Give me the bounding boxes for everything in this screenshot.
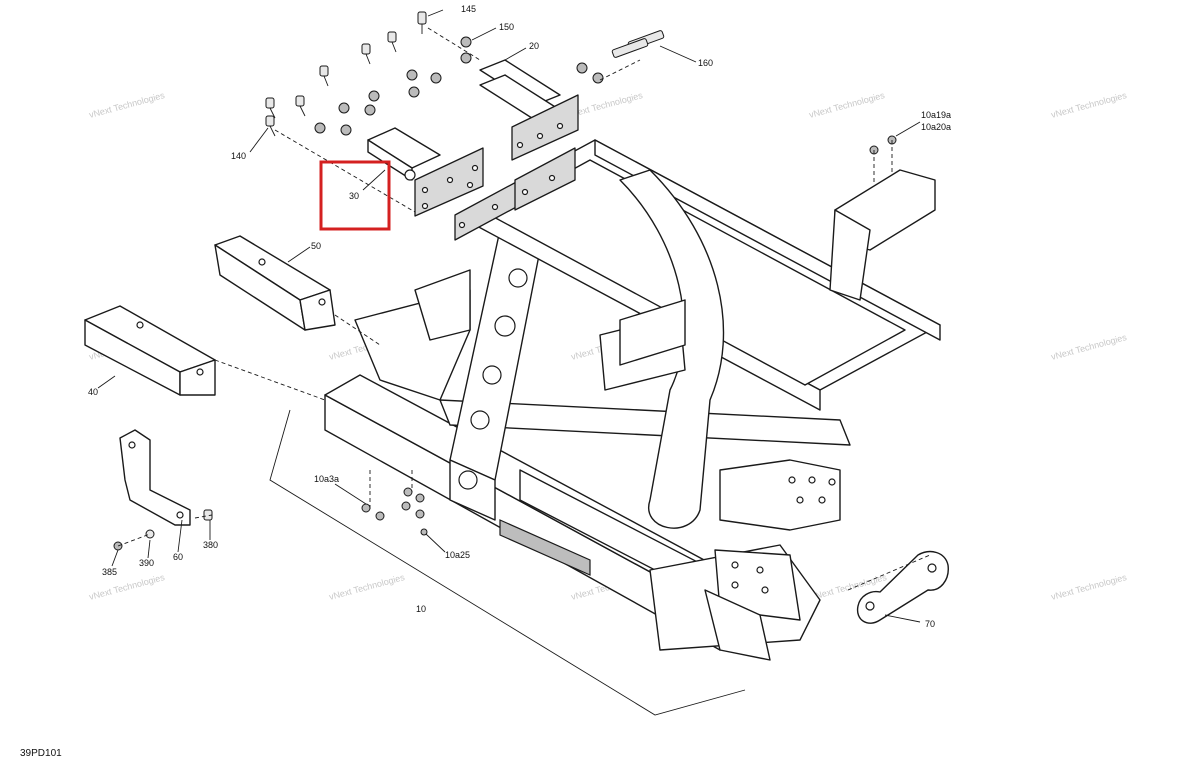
callout-10[interactable]: 10 [416,604,426,614]
callout-390[interactable]: 390 [139,558,154,568]
nut-icon [460,52,472,64]
watermark-line1: vNext Technologies [1050,90,1128,120]
callout-20[interactable]: 20 [529,41,539,51]
watermark-line1: vNext Technologies [328,572,406,602]
callout-10a25[interactable]: 10a25 [445,550,470,560]
nut-icon [361,503,371,513]
nut-icon [460,36,472,48]
watermark: vNext Technologies [1050,332,1128,362]
callout-30[interactable]: 30 [349,191,359,201]
watermark: vNext Technologies [1050,90,1128,120]
part-60-bracket [119,429,191,526]
bolt-icon [611,38,649,58]
callout-labels: 145 150 20 160 140 30 10a19a 10a20a 50 4… [88,4,951,629]
watermark: vNext Technologies [1050,572,1128,602]
part-20-plates [454,59,579,241]
nut-icon [415,493,425,503]
diagram-code: 39PD101 [20,748,62,759]
main-frame [324,139,941,661]
watermark-line1: vNext Technologies [1050,572,1128,602]
nut-icon [403,487,413,497]
watermark-line1: vNext Technologies [808,90,886,120]
nut-icon [375,511,385,521]
watermark: vNext Technologies [328,572,406,602]
bolt-icon [319,65,329,87]
callout-50[interactable]: 50 [311,241,321,251]
nut-icon [364,104,376,116]
callout-60[interactable]: 60 [173,552,183,562]
leader-lines [97,9,921,623]
nut-icon [406,69,418,81]
callout-145[interactable]: 145 [461,4,476,14]
assembly-lines [117,27,931,591]
nut-icon [314,122,326,134]
nut-icon [401,501,411,511]
part-40-bracket [84,305,216,396]
part-50-bracket [214,235,336,331]
callout-10a3a[interactable]: 10a3a [314,474,339,484]
callout-160[interactable]: 160 [698,58,713,68]
bolt-icon [265,97,276,119]
nut-icon [338,102,350,114]
nut-icon [420,528,428,536]
washer-icon [145,529,155,539]
watermark-line1: vNext Technologies [88,90,166,120]
part-70-link [856,550,949,624]
bolt-icon [265,115,276,137]
fasteners [113,11,897,551]
bolt-icon [417,11,427,34]
nut-icon [430,72,442,84]
callout-150[interactable]: 150 [499,22,514,32]
nut-icon [592,72,604,84]
part-10-bracket-line [269,409,746,716]
highlight-box [319,160,391,231]
part-30-bracket [367,127,484,217]
watermark-line1: vNext Technologies [1050,332,1128,362]
callout-70[interactable]: 70 [925,619,935,629]
callout-40[interactable]: 40 [88,387,98,397]
watermark: vNext Technologies [808,90,886,120]
bolt-icon [387,31,397,53]
nut-icon [576,62,588,74]
callout-10a19a[interactable]: 10a19a [921,110,951,120]
bolt-icon [295,95,306,117]
nut-icon [408,86,420,98]
callout-140[interactable]: 140 [231,151,246,161]
bolt-icon [361,43,371,65]
callout-10a20a[interactable]: 10a20a [921,122,951,132]
nut-icon [368,90,380,102]
watermark-line1: vNext Technologies [88,572,166,602]
callout-385[interactable]: 385 [102,567,117,577]
nut-icon [340,124,352,136]
nut-icon [415,509,425,519]
watermark: vNext Technologies [88,90,166,120]
watermark: vNext Technologies [88,572,166,602]
callout-380[interactable]: 380 [203,540,218,550]
